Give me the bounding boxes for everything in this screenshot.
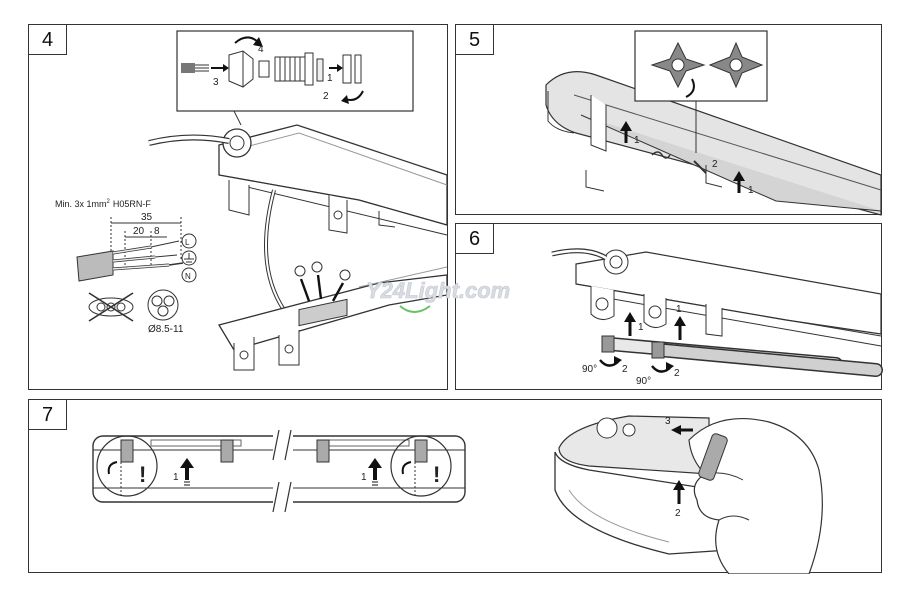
terminal-block xyxy=(298,298,348,327)
step-7-illustration: ! ! 1 1 xyxy=(92,415,823,574)
luminaire-housing-open xyxy=(575,251,882,347)
step-6-number: 6 xyxy=(456,224,494,254)
cable-spec-sup: 2 xyxy=(107,199,111,205)
callout-1a: 1 xyxy=(173,472,179,483)
terminal-n-icon xyxy=(181,267,197,283)
callout-4: 4 xyxy=(258,44,264,55)
svg-text:N: N xyxy=(185,272,191,281)
callout-2b: 2 xyxy=(674,368,680,379)
gland-body-icon xyxy=(274,52,314,86)
hand-icon xyxy=(688,417,823,574)
callout-2: 2 xyxy=(675,508,681,519)
callout-3: 3 xyxy=(665,416,671,427)
clip-left xyxy=(120,439,134,463)
cable-type: H05RN-F xyxy=(113,199,152,209)
dim-35: 35 xyxy=(141,212,153,223)
callout-1b: 1 xyxy=(676,304,682,315)
step-4-illustration: 4 3 1 2 xyxy=(55,30,448,371)
angle-90b: 90° xyxy=(636,376,651,387)
callout-1a: 1 xyxy=(638,322,644,333)
callout-1b: 1 xyxy=(361,472,367,483)
callout-1a: 1 xyxy=(634,135,640,146)
round-cable-icon xyxy=(147,289,179,321)
callout-3: 3 xyxy=(213,77,219,88)
luminaire-end-perspective xyxy=(554,415,730,555)
warning-right: ! xyxy=(433,462,440,487)
step-4-panel: 4 xyxy=(28,24,448,390)
cable-spec: Min. 3x 1mm xyxy=(55,199,107,209)
step-6-illustration: 1 1 2 90° 2 90° xyxy=(551,248,883,387)
luminaire-housing xyxy=(218,124,448,236)
dim-8: 8 xyxy=(154,226,160,237)
dim-20: 20 xyxy=(133,226,145,237)
stripped-cable-icon xyxy=(76,240,184,282)
angle-90a: 90° xyxy=(582,364,597,375)
luminaire-front-view xyxy=(92,428,466,513)
step-7-number: 7 xyxy=(29,400,67,430)
clip-right xyxy=(414,439,428,463)
step-5-number: 5 xyxy=(456,25,494,55)
detail-circle-right xyxy=(390,435,452,497)
clip-mid-left xyxy=(220,439,234,463)
stripped-wire-icon xyxy=(181,63,209,73)
step-7-panel: 7 ! xyxy=(28,399,882,574)
flat-cable-forbidden-icon xyxy=(88,292,134,322)
led-tube-2 xyxy=(651,341,883,377)
luminaire-underside xyxy=(545,71,882,216)
warning-left: ! xyxy=(139,462,146,487)
callout-2a: 2 xyxy=(622,364,628,375)
diameter-label: Ø8.5-11 xyxy=(148,324,184,335)
callout-1b: 1 xyxy=(748,185,754,196)
end-clip xyxy=(698,433,728,481)
step-4-number: 4 xyxy=(29,25,67,55)
detail-circle-left xyxy=(96,435,158,497)
step-5-illustration: 1 2 1 xyxy=(545,30,882,216)
terminal-l-icon xyxy=(181,233,197,249)
clip-mid-right xyxy=(316,439,330,463)
wing-nut-open-icon xyxy=(650,41,706,89)
wing-nut-closed-icon xyxy=(708,41,764,89)
gland-nut-icon xyxy=(228,50,254,88)
callout-1: 1 xyxy=(327,73,333,84)
svg-text:L: L xyxy=(185,238,190,247)
callout-2: 2 xyxy=(323,91,329,102)
callout-2: 2 xyxy=(712,159,718,170)
step-6-panel: 6 xyxy=(455,223,883,390)
step-5-panel: 5 1 2 1 xyxy=(455,24,882,216)
